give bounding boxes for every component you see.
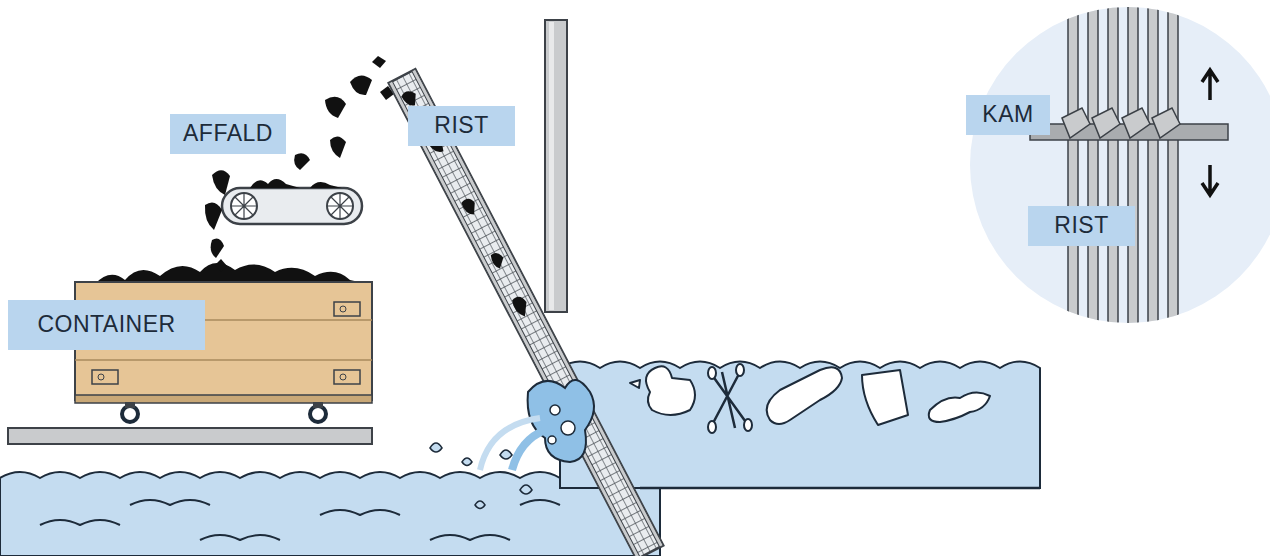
conveyor-belt bbox=[222, 179, 362, 224]
bar-screen-part-part bbox=[489, 250, 507, 270]
conveyor-belt-part bbox=[250, 179, 342, 188]
falling-waste-part bbox=[330, 136, 346, 158]
water-splash-part bbox=[561, 421, 575, 435]
floating-waste-part bbox=[708, 421, 716, 433]
wall-highlight bbox=[549, 22, 554, 310]
container-cart-part bbox=[334, 370, 360, 384]
falling-waste-part bbox=[294, 153, 310, 170]
label-tag: KAM bbox=[966, 95, 1050, 135]
container-cart-part bbox=[122, 406, 138, 422]
comb-detail-part-part bbox=[1068, 0, 1178, 330]
label-tag: RIST bbox=[408, 106, 515, 146]
container-cart-part bbox=[340, 374, 346, 380]
falling-waste-part bbox=[325, 97, 346, 118]
floating-waste-part bbox=[736, 364, 744, 376]
container-cart-part bbox=[334, 302, 360, 316]
bar-screen bbox=[389, 69, 664, 556]
falling-waste bbox=[205, 56, 394, 272]
falling-waste-part bbox=[372, 56, 386, 68]
bar-screen-part-part bbox=[510, 294, 532, 319]
container-cart-part bbox=[75, 395, 372, 403]
container-cart-part bbox=[313, 402, 323, 408]
lower-water-part-part bbox=[40, 520, 120, 525]
comb-detail-part-part-part bbox=[1068, 0, 1078, 330]
floating-waste-part bbox=[929, 392, 990, 422]
comb-detail-part-part-part bbox=[1148, 0, 1158, 330]
label-tag: AFFALD bbox=[170, 114, 286, 154]
water-splash bbox=[430, 380, 594, 509]
floating-waste-part bbox=[646, 366, 695, 415]
container-cart-part bbox=[310, 406, 326, 422]
container-cart-part bbox=[340, 306, 346, 312]
container-cart-part bbox=[92, 370, 118, 384]
lower-water-part-part bbox=[520, 500, 560, 505]
label-text: RIST bbox=[434, 112, 488, 140]
falling-waste-part bbox=[212, 170, 230, 195]
bar-screen-part-part bbox=[460, 196, 479, 217]
water-splash-part bbox=[480, 418, 540, 470]
conveyor-belt-part bbox=[231, 193, 353, 219]
floating-waste-part bbox=[744, 419, 752, 431]
channel-wall bbox=[545, 20, 567, 312]
floating-waste-part bbox=[630, 380, 640, 388]
bar-screen-part bbox=[400, 87, 532, 320]
container-cart-part bbox=[125, 402, 135, 408]
falling-waste-part bbox=[215, 259, 227, 272]
water-splash-part bbox=[548, 436, 556, 444]
comb-detail-part bbox=[1202, 70, 1218, 100]
comb-detail-part-part-part bbox=[1088, 0, 1098, 330]
floating-waste bbox=[630, 364, 990, 433]
container-cart bbox=[8, 263, 372, 444]
label-text: AFFALD bbox=[183, 120, 273, 148]
comb-detail-part-part-part bbox=[1152, 108, 1180, 138]
container-cart-part bbox=[8, 428, 372, 444]
channel-water-part bbox=[640, 487, 1040, 490]
label-text: CONTAINER bbox=[37, 311, 175, 339]
water-splash-part bbox=[550, 405, 560, 415]
floating-waste-part bbox=[708, 367, 716, 379]
floating-waste-part bbox=[862, 370, 908, 425]
container-cart-part bbox=[98, 374, 104, 380]
comb-detail bbox=[970, 0, 1270, 330]
falling-waste-part bbox=[211, 238, 224, 258]
label-tag: CONTAINER bbox=[8, 300, 205, 350]
comb-detail-part-part-part bbox=[1108, 0, 1118, 330]
label-text: KAM bbox=[982, 101, 1033, 129]
comb-detail-part-part-part bbox=[1128, 0, 1138, 330]
label-text: RIST bbox=[1054, 212, 1108, 240]
falling-waste-part bbox=[205, 202, 222, 230]
comb-detail-part bbox=[1202, 165, 1218, 195]
comb-detail-part-part bbox=[1062, 108, 1180, 138]
falling-waste-part bbox=[350, 75, 372, 95]
comb-detail-part-part-part bbox=[1092, 108, 1120, 138]
floating-waste-part bbox=[767, 367, 842, 424]
channel-water bbox=[560, 362, 1040, 489]
comb-detail-part-part-part bbox=[1062, 108, 1090, 138]
container-cart-part bbox=[95, 263, 368, 284]
comb-detail-part bbox=[970, 7, 1270, 323]
label-tag: RIST bbox=[1028, 206, 1135, 246]
comb-detail-part bbox=[1030, 0, 1228, 330]
water-splash-part bbox=[430, 443, 532, 509]
comb-detail-part-part-part bbox=[1122, 108, 1150, 138]
floating-waste-part bbox=[712, 372, 748, 428]
bar-screen-part bbox=[389, 69, 664, 556]
lower-water-part-part bbox=[200, 535, 280, 540]
bar-screen-part bbox=[389, 81, 641, 556]
channel-water-part bbox=[560, 362, 1040, 489]
comb-detail-part-part-part bbox=[1168, 0, 1178, 330]
conveyor-belt-part bbox=[222, 188, 362, 224]
lower-water-part-part bbox=[320, 510, 400, 515]
lower-water-part-part bbox=[430, 535, 510, 540]
lower-water-part-part bbox=[130, 500, 210, 505]
water-splash-part bbox=[512, 430, 545, 470]
